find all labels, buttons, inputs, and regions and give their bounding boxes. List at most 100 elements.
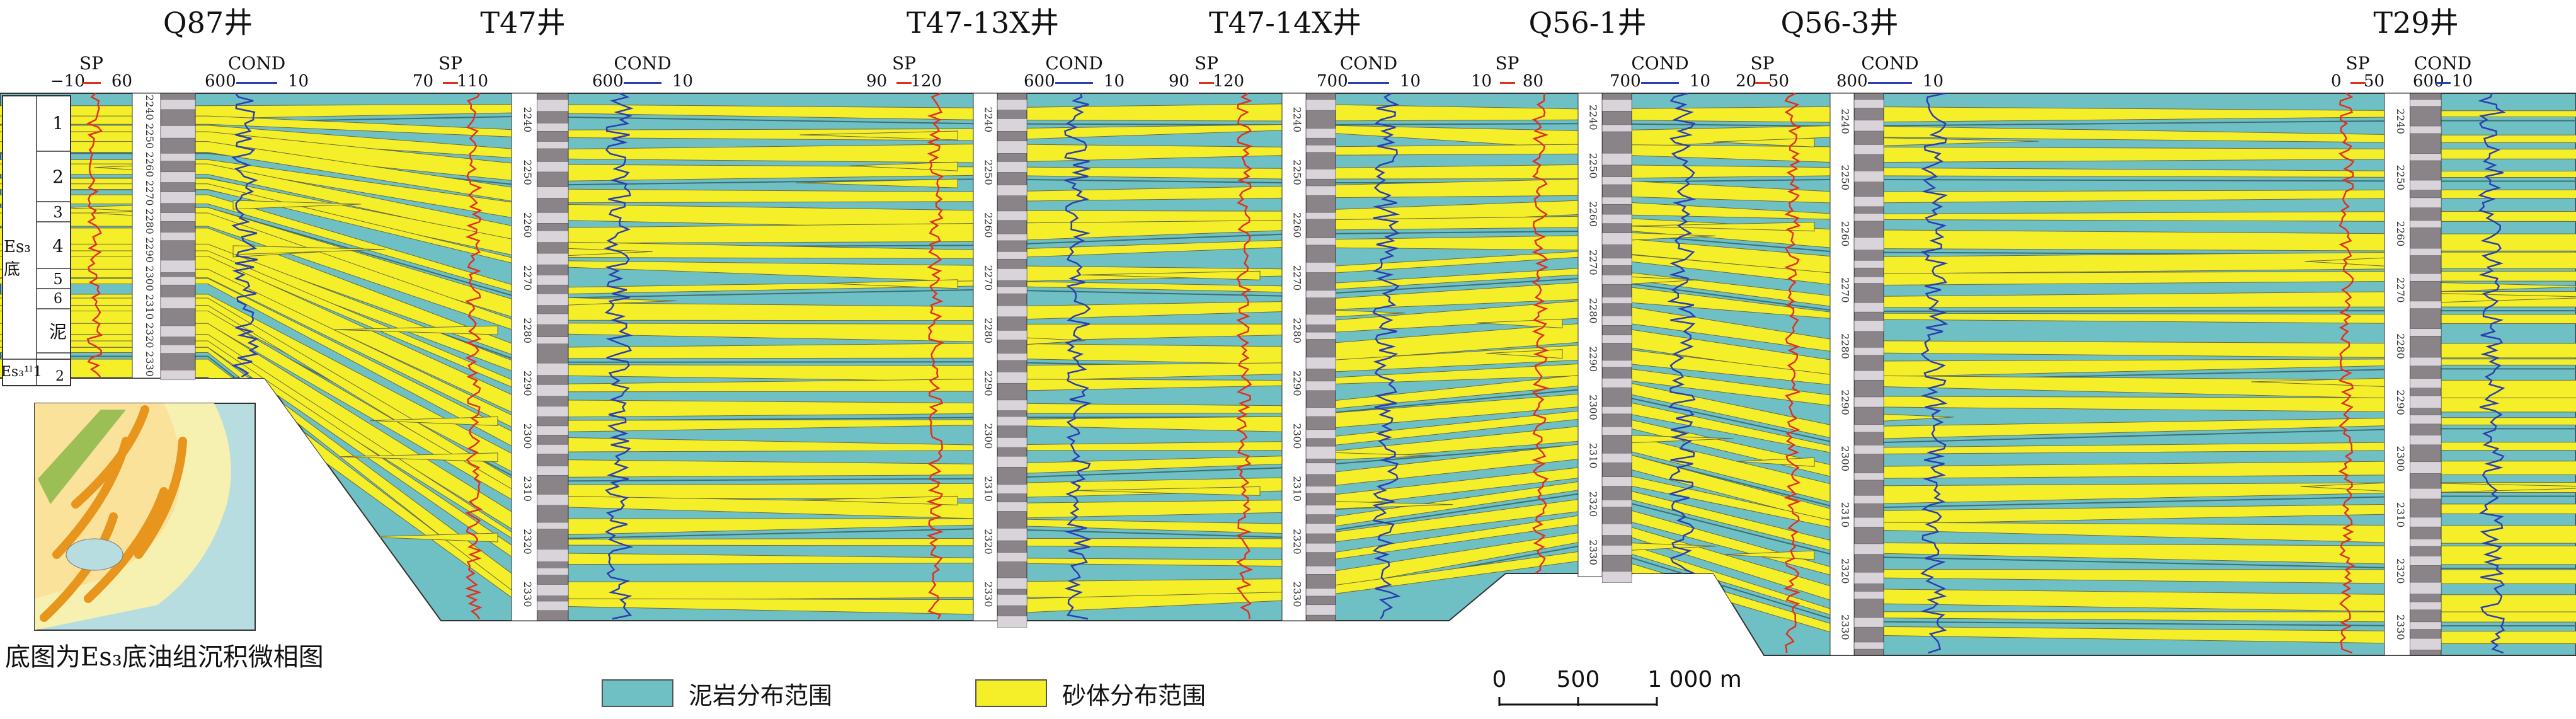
depth-label: 2300 (983, 423, 995, 449)
curve-min: −10 (50, 72, 85, 91)
lithology-bed (1306, 523, 1336, 534)
lithology-bed (997, 416, 1028, 427)
curve-scale-line (624, 82, 661, 84)
lithology-bed (997, 484, 1028, 494)
scale-label-500: 500 (1556, 667, 1600, 693)
depth-label: 2310 (983, 476, 995, 502)
lithology-bed (537, 230, 569, 243)
sand-pinchout (1476, 318, 1563, 328)
curve-scale-line (443, 82, 458, 84)
lithology-bed (2410, 248, 2442, 256)
depth-label: 2320 (144, 323, 156, 348)
depth-label: 2330 (1840, 614, 1852, 640)
legend-mud: 泥岩分布范围 (602, 677, 832, 710)
curve-scale-line (1755, 82, 1770, 84)
lithology-bed (537, 384, 569, 396)
lithology-bed (2410, 461, 2442, 474)
lithology-bed (1854, 572, 1884, 584)
depth-label: 2250 (1588, 153, 1600, 179)
depth-label: 2310 (1291, 476, 1303, 502)
lithology-bed (160, 260, 196, 273)
curve-max: 120 (910, 72, 942, 91)
sp-curve (925, 92, 944, 619)
lithology-bed (1854, 99, 1884, 108)
legend-sand-label: 砂体分布范围 (1062, 681, 1206, 710)
depth-label: 2280 (1588, 298, 1600, 324)
lithology-bed (1854, 196, 1884, 207)
curve-scale-line (82, 82, 101, 84)
sand-pinchout (370, 416, 498, 426)
lithology-bed (537, 549, 569, 562)
depth-label: 2330 (983, 582, 995, 607)
lithology-bed (997, 502, 1028, 512)
curve-min: 800 (1836, 72, 1868, 91)
curve-min: 700 (1317, 72, 1348, 91)
depth-label: 2300 (1291, 423, 1303, 449)
curve-min: 0 (2331, 72, 2342, 91)
curve-name: COND (227, 53, 286, 74)
lithology-bed (537, 141, 569, 149)
depth-label: 2260 (1291, 212, 1303, 238)
lithology-bed (1854, 260, 1884, 268)
curve-scale-line (2435, 82, 2451, 84)
lithology-bed (1602, 426, 1632, 435)
lithology-bed (2410, 301, 2442, 309)
cond-curve (1667, 92, 1697, 575)
lithology-bed (160, 344, 196, 354)
curve-max: 10 (1689, 72, 1710, 91)
curve-name: SP (1750, 53, 1775, 74)
inset-lake (66, 538, 123, 571)
sand-pinchout (825, 279, 958, 289)
lithology-bed (537, 187, 569, 198)
lithology-bed (160, 232, 196, 241)
zone-layer-1: 1 (52, 112, 64, 134)
curve-name: COND (1045, 53, 1103, 74)
curve-name: SP (438, 53, 463, 74)
lithology-bed (997, 118, 1028, 132)
well-name: Q56-3井 (1780, 6, 1899, 40)
depth-label: 2330 (1291, 582, 1303, 607)
lithology-bed (537, 494, 569, 506)
lithology-bed (1602, 476, 1632, 486)
inset-channel (134, 437, 187, 559)
lithology-bed (1854, 347, 1884, 355)
lithology-bed (1602, 233, 1632, 245)
depth-label: 2300 (1588, 394, 1600, 420)
lithology-bed (537, 293, 569, 306)
lithology-bed (997, 233, 1028, 241)
curve-min: 70 (413, 72, 434, 91)
lithology-bed (1602, 571, 1632, 583)
lithology-bed (160, 370, 196, 381)
sand-pinchout (232, 200, 361, 210)
lithology-bed (537, 522, 569, 529)
depth-label: 2290 (522, 371, 534, 396)
depth-label: 2250 (522, 159, 534, 185)
lithology-bed (160, 276, 196, 285)
depth-label: 2290 (983, 371, 995, 396)
curve-min: 90 (866, 72, 888, 91)
curve-min: 700 (1610, 72, 1641, 91)
lithology-bed (997, 251, 1028, 260)
depth-label: 2310 (1840, 502, 1852, 528)
curve-scale-line (1868, 82, 1912, 84)
lithology-bed (1306, 588, 1336, 597)
well-name: T47井 (480, 6, 566, 40)
lithology-bed (1602, 258, 1632, 266)
lithology-bed (1854, 320, 1884, 332)
curve-min: 600 (1024, 72, 1055, 91)
curve-max: 10 (287, 72, 309, 91)
curve-min: 20 (1736, 72, 1757, 91)
depth-track (132, 93, 161, 379)
depth-track (2384, 93, 2410, 656)
sand-pinchout (799, 130, 958, 141)
curve-scale-line (1199, 82, 1214, 84)
depth-label: 2290 (1291, 371, 1303, 396)
